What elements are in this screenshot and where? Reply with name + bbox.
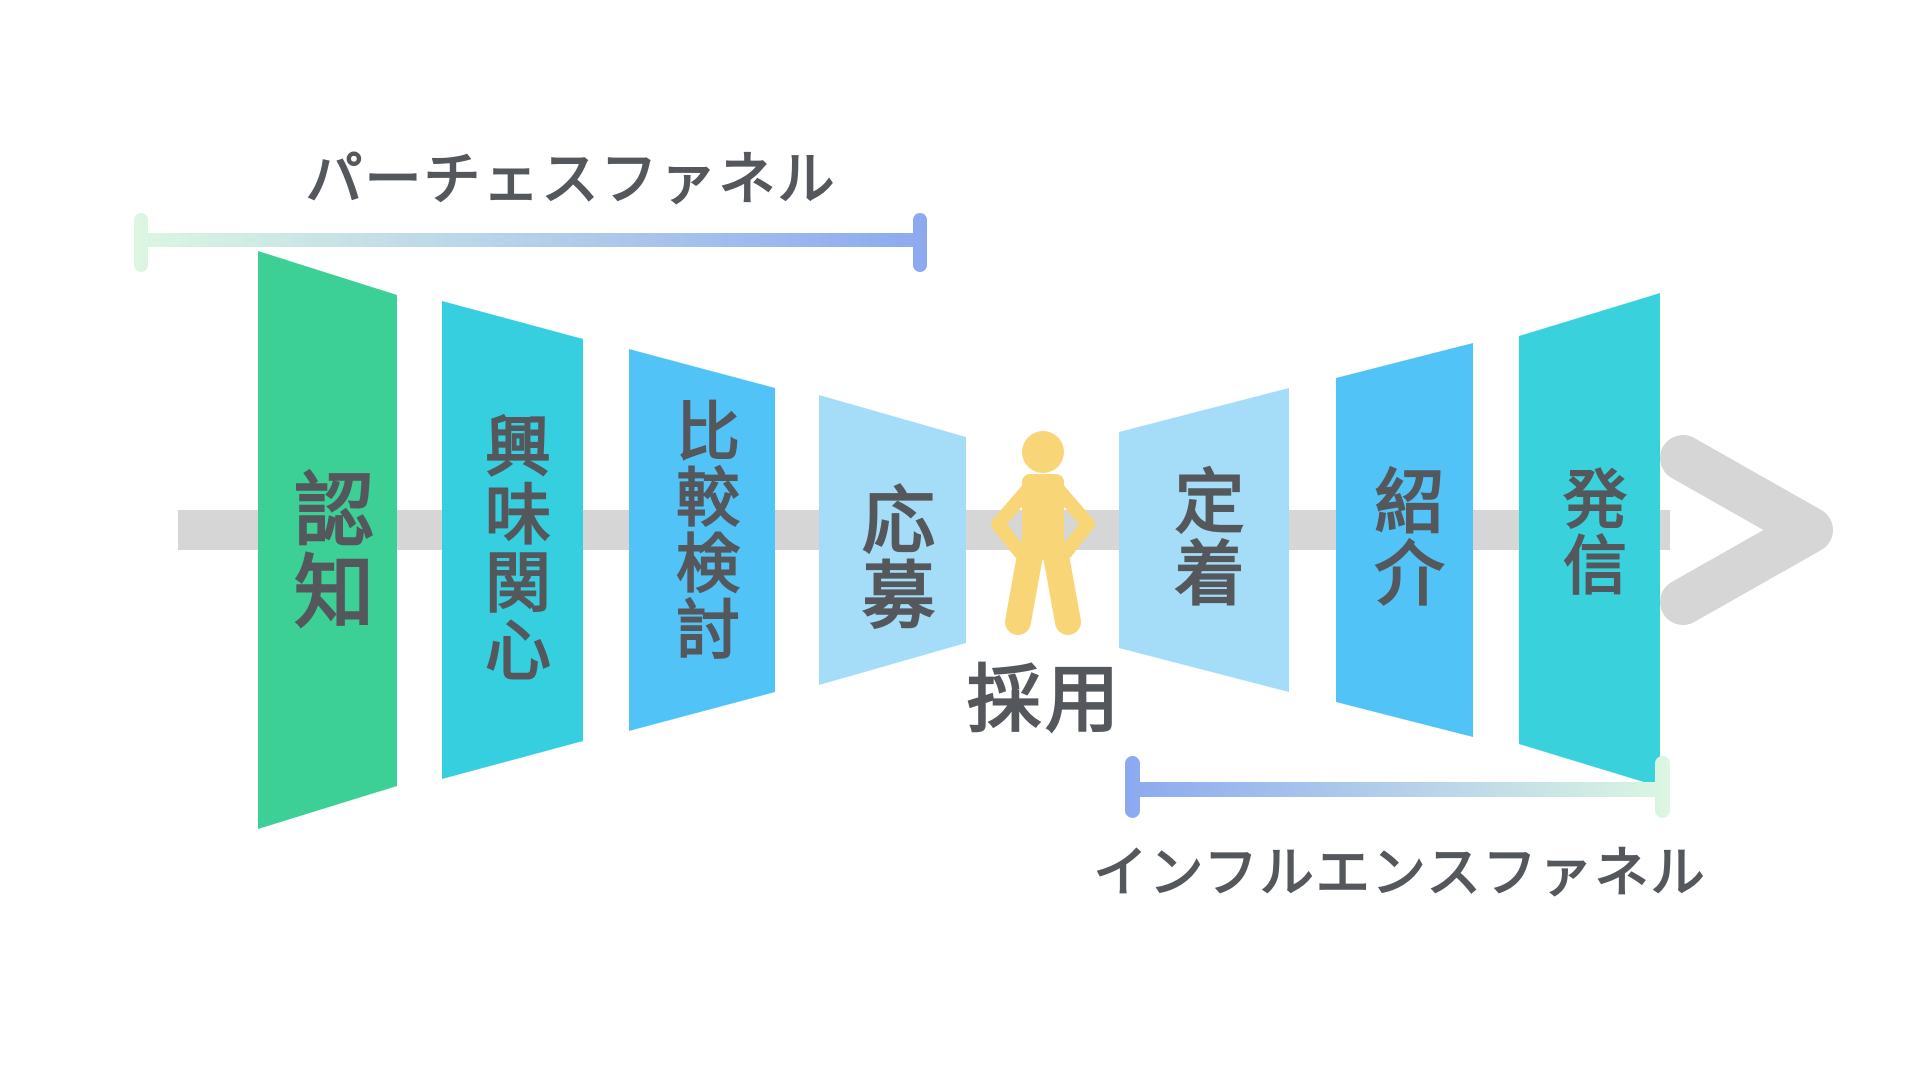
stage-label-retention: 定着: [1163, 465, 1245, 609]
person-icon: [991, 431, 1095, 635]
arrow-head-icon: [1660, 435, 1833, 625]
stage-label-interest: 興味関心: [474, 412, 551, 684]
stage-label-awareness: 認知: [281, 468, 374, 632]
funnel-segment-broadcast: [1519, 293, 1660, 787]
funnel-segment-application: [819, 395, 966, 685]
influence-funnel-bracket: [1125, 756, 1670, 818]
purchase-funnel-title: パーチェスファネル: [305, 146, 837, 213]
funnel-segment-interest: [442, 301, 583, 779]
stage-label-referral: 紹介: [1363, 465, 1445, 609]
center-label-hiring: 採用: [967, 657, 1123, 743]
funnel-segment-awareness: [258, 251, 397, 829]
funnel-segment-retention: [1119, 388, 1289, 692]
stage-label-comparison: 比較検討: [665, 398, 739, 662]
stage-label-broadcast: 発信: [1552, 466, 1626, 598]
stage-label-application: 応募: [849, 482, 935, 632]
funnel-segment-referral: [1336, 343, 1473, 737]
funnel-segment-comparison: [629, 349, 775, 731]
purchase-funnel-bracket: [134, 213, 927, 272]
influence-funnel-title: インフルエンスファネル: [1093, 841, 1707, 904]
